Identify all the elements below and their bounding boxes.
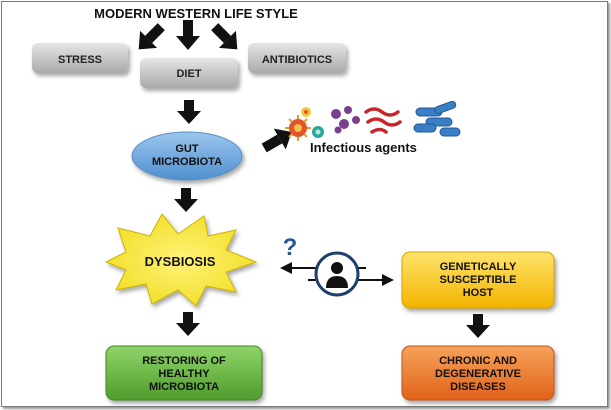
arrow-to-antibiotics: [211, 23, 238, 50]
arrow-gut-to-dysbiosis: [174, 188, 198, 212]
diseases-label-line1: CHRONIC AND: [439, 355, 517, 367]
diseases-label-line3: DISEASES: [450, 381, 506, 393]
arrow-to-stress: [138, 23, 165, 50]
restoring-label-line3: MICROBIOTA: [149, 381, 219, 393]
stress-box: [32, 43, 128, 73]
arrow-dysbiosis-to-restoring: [176, 312, 200, 336]
question-mark: ?: [283, 234, 298, 261]
stress-label: STRESS: [58, 54, 102, 66]
host-label-line3: HOST: [463, 287, 494, 299]
infectious-agents-label: Infectious agents: [310, 140, 417, 155]
arrow-infectious-to-gut: [261, 128, 292, 153]
antibiotics-label: ANTIBIOTICS: [262, 54, 332, 66]
dysbiosis-label: DYSBIOSIS: [145, 254, 216, 269]
person-icon: [314, 251, 360, 297]
restoring-label-line2: HEALTHY: [158, 368, 210, 380]
microbes-icon: [285, 100, 461, 141]
lifestyle-title: MODERN WESTERN LIFE STYLE: [94, 6, 298, 21]
restoring-box: [105, 345, 263, 401]
diet-label: DIET: [176, 68, 201, 80]
arrow-to-diet: [176, 20, 200, 50]
diseases-label-line2: DEGENERATIVE: [435, 368, 521, 380]
dysbiosis-star: [104, 213, 258, 307]
antibiotics-box: [248, 43, 346, 73]
restoring-label-line1: RESTORING OF: [142, 355, 226, 367]
host-label-line1: GENETICALLY: [440, 261, 517, 273]
host-box: [401, 251, 555, 309]
lifestyle-arrows: [138, 20, 238, 50]
arrow-host-to-diseases: [466, 314, 490, 338]
gut-label-line2: MICROBIOTA: [152, 156, 222, 168]
arrow-diet-to-gut: [177, 100, 201, 124]
diet-box: [140, 58, 238, 88]
diseases-box: [401, 345, 555, 401]
gut-microbiota-ellipse: [131, 131, 243, 181]
gut-label-line1: GUT: [175, 143, 199, 155]
host-label-line2: SUSCEPTIBLE: [439, 274, 516, 286]
bidirectional-arrow: [280, 262, 394, 286]
